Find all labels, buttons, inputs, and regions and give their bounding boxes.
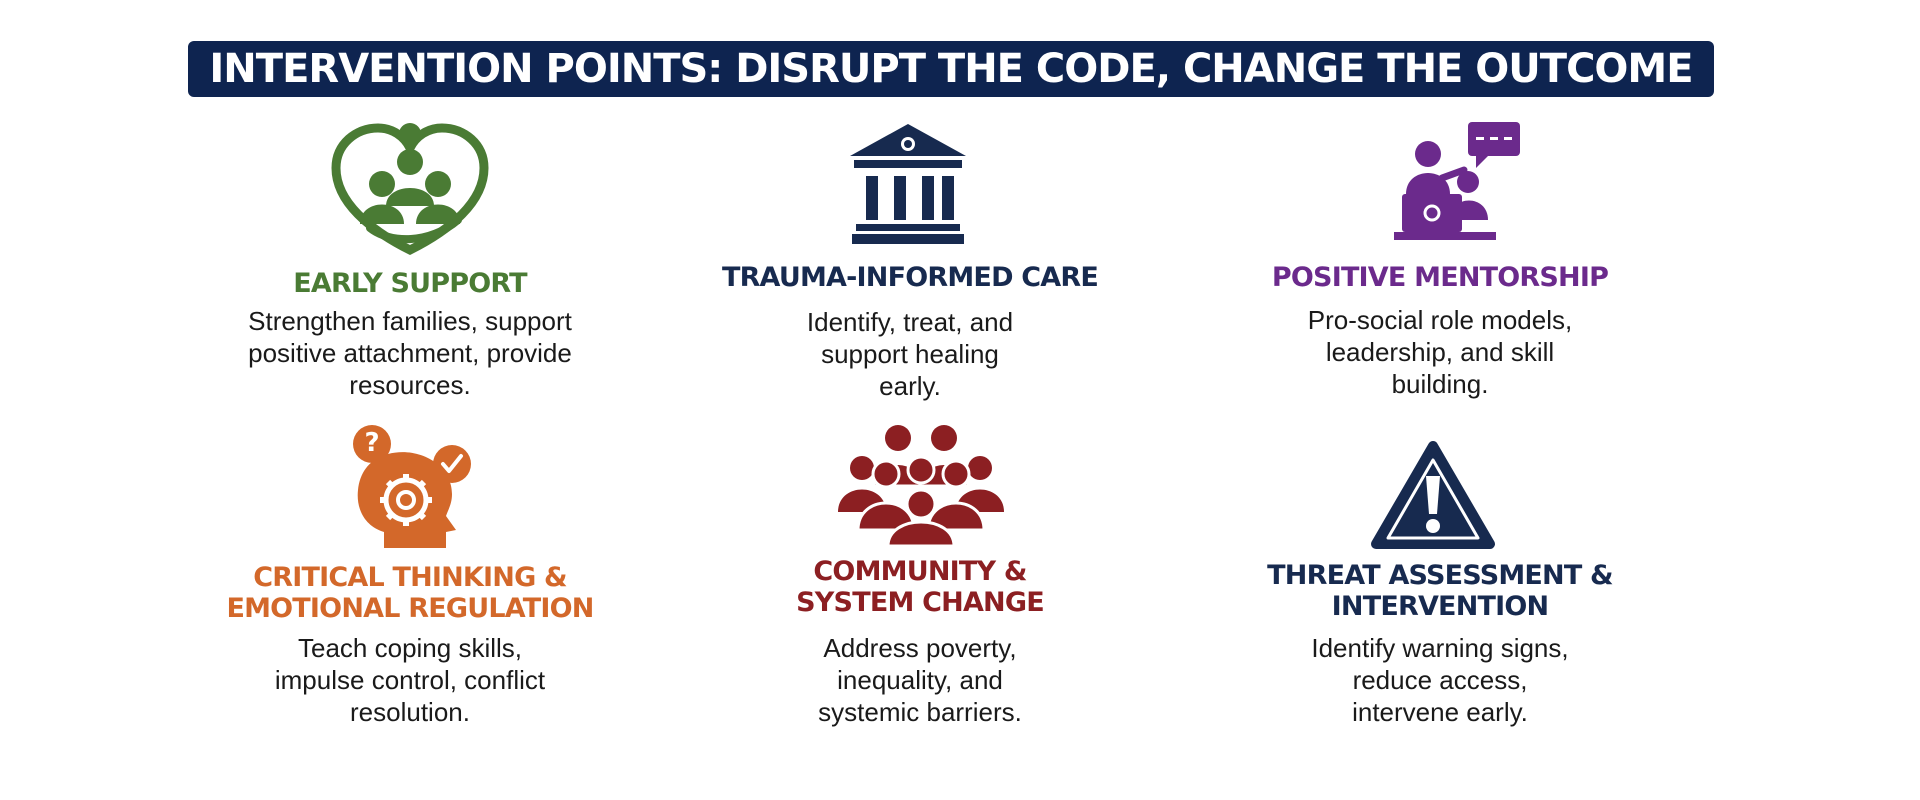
title-banner: INTERVENTION POINTS: DISRUPT THE CODE, C…: [188, 41, 1714, 97]
card-description: Address poverty, inequality, and systemi…: [818, 633, 1022, 727]
card-description: Strengthen families, support positive at…: [248, 306, 572, 400]
card-title: CRITICAL THINKING & EMOTIONAL REGULATION: [226, 562, 594, 624]
community-group-icon: [838, 425, 1004, 548]
card-title: THREAT ASSESSMENT & INTERVENTION: [1267, 560, 1613, 622]
page-title: INTERVENTION POINTS: DISRUPT THE CODE, C…: [209, 46, 1693, 92]
warning-triangle-icon: [1371, 441, 1495, 549]
card-title: POSITIVE MENTORSHIP: [1271, 262, 1609, 293]
heart-family-icon: [331, 123, 489, 256]
card-title: COMMUNITY & SYSTEM CHANGE: [796, 556, 1044, 618]
card-title: TRAUMA-INFORMED CARE: [721, 262, 1099, 293]
mentor-laptop-icon: [1394, 122, 1520, 240]
question-mark-icon: ?: [364, 428, 380, 458]
card-description: Identify, treat, and support healing ear…: [806, 307, 1014, 401]
card-description: Identify warning signs, reduce access, i…: [1311, 633, 1569, 727]
head-gear-icon: [353, 425, 471, 548]
card-title: EARLY SUPPORT: [293, 268, 527, 299]
card-description: Pro-social role models, leadership, and …: [1307, 305, 1573, 399]
card-description: Teach coping skills, impulse control, co…: [274, 633, 546, 727]
courthouse-icon: [850, 124, 966, 244]
